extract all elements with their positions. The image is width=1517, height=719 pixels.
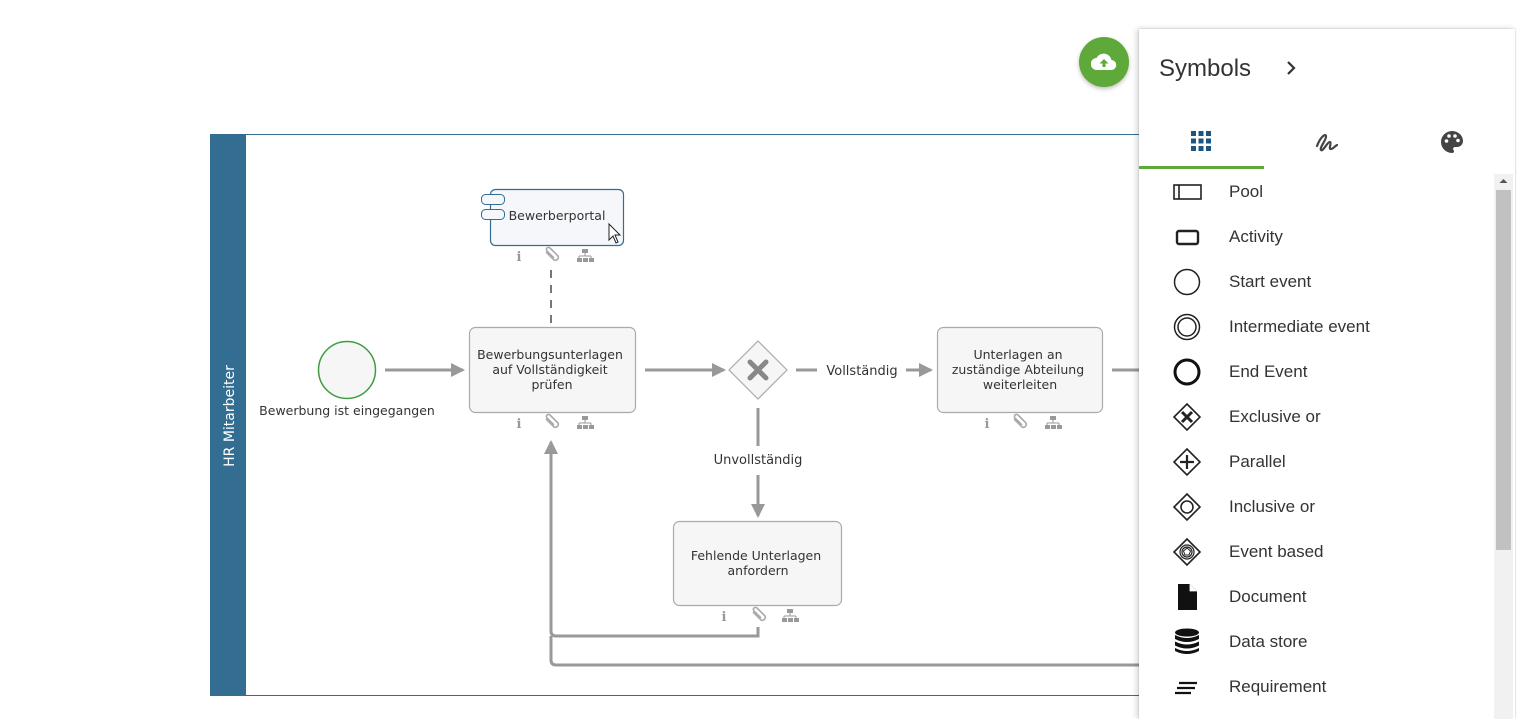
task-forward-info-icon[interactable]: i — [985, 417, 990, 432]
symbol-item-inclusive-or[interactable]: Inclusive or — [1139, 485, 1493, 530]
task-check-label-line2: auf Vollständigkeit — [492, 362, 607, 377]
svg-text:i: i — [517, 417, 522, 432]
symbol-item-label: Inclusive or — [1229, 497, 1315, 516]
symbol-item-start-event[interactable]: Start event — [1139, 260, 1493, 305]
task-check-label-line3: prüfen — [531, 377, 572, 392]
symbol-item-label: Pool — [1229, 182, 1264, 201]
end-event-icon — [1173, 358, 1201, 386]
scrollbar-thumb[interactable] — [1496, 190, 1511, 550]
symbol-item-exclusive-or[interactable]: Exclusive or — [1139, 395, 1493, 440]
svg-text:i: i — [517, 250, 522, 265]
system-hierarchy-icon[interactable] — [577, 249, 594, 262]
svg-text:Bewerbungsunterlagen auf V: Bewerbungsunterlagen auf Vollständigkeit… — [477, 347, 627, 392]
symbol-item-label: Event based — [1229, 542, 1324, 561]
panel-title: Symbols — [1159, 55, 1252, 82]
lane-label: HR Mitarbeiter — [222, 365, 238, 467]
symbol-item-label: Parallel — [1229, 452, 1286, 471]
symbol-item-event-based[interactable]: Event based — [1139, 530, 1493, 575]
symbol-item-parallel[interactable]: Parallel — [1139, 440, 1493, 485]
symbol-item-label: Exclusive or — [1229, 407, 1321, 426]
task-request-info-icon[interactable]: i — [722, 610, 727, 625]
tab-freehand[interactable] — [1264, 117, 1389, 169]
task-check-documents[interactable] — [468, 326, 637, 414]
task-request-attachment-icon[interactable] — [752, 606, 767, 622]
svg-text:Fehlende Unterlagen anford: Fehlende Unterlagen anfordern — [691, 548, 825, 578]
tab-active-indicator — [1139, 166, 1264, 169]
task-request-hierarchy-icon[interactable] — [782, 609, 799, 622]
upload-button[interactable] — [1079, 37, 1129, 87]
task-forward-label-line2: zuständige Abteilung — [952, 362, 1084, 377]
symbol-item-label: Intermediate event — [1229, 317, 1370, 336]
start-event[interactable] — [317, 340, 377, 400]
task-request-documents[interactable] — [672, 520, 843, 607]
svg-text:i: i — [985, 417, 990, 432]
svg-text:Unterlagen an zuständige A: Unterlagen an zuständige Abteilung weite… — [952, 347, 1088, 392]
parallel-gateway-icon — [1172, 447, 1202, 477]
exclusive-gateway-icon — [1172, 402, 1202, 432]
symbol-item-label: Document — [1229, 587, 1307, 606]
flow-label-vollstaendig: Vollständig — [826, 364, 897, 379]
task-request-label-line1: Fehlende Unterlagen — [691, 548, 821, 563]
sequence-flow-loop[interactable] — [544, 440, 760, 638]
task-forward-label-line3: weiterleiten — [983, 377, 1057, 392]
system-attachment-icon[interactable] — [545, 246, 560, 262]
task-check-info-icon[interactable]: i — [517, 417, 522, 432]
symbols-scrollbar[interactable] — [1494, 174, 1513, 719]
task-forward-label-line1: Unterlagen an — [973, 347, 1062, 362]
requirement-icon — [1175, 681, 1197, 695]
intermediate-event-icon — [1173, 313, 1201, 341]
sequence-flow-return[interactable] — [549, 636, 1140, 667]
pool-icon — [1173, 184, 1202, 200]
palette-icon — [1441, 131, 1463, 153]
task-check-label-line1: Bewerbungsunterlagen — [477, 347, 623, 362]
system-bewerberportal[interactable] — [481, 188, 625, 247]
task-request-label-line2: anfordern — [727, 563, 788, 578]
start-event-label: Bewerbung ist eingegangen — [259, 403, 435, 418]
activity-icon — [1175, 229, 1200, 246]
symbol-item-document[interactable]: Document — [1139, 575, 1493, 620]
exclusive-gateway[interactable] — [728, 340, 788, 400]
chevron-right-icon[interactable] — [1279, 56, 1303, 80]
system-info-icon[interactable]: i — [517, 250, 522, 265]
tab-palette[interactable] — [1389, 117, 1514, 169]
symbol-item-label: Activity — [1229, 227, 1283, 246]
symbol-item-label: Data store — [1229, 632, 1308, 651]
symbol-item-end-event[interactable]: End Event — [1139, 350, 1493, 395]
svg-text:i: i — [722, 610, 727, 625]
tab-symbols[interactable] — [1139, 117, 1264, 169]
inclusive-gateway-icon — [1172, 492, 1202, 522]
document-icon — [1178, 584, 1197, 610]
symbol-item-requirement[interactable]: Requirement — [1139, 665, 1493, 710]
task-check-hierarchy-icon[interactable] — [577, 416, 594, 429]
symbol-item-activity[interactable]: Activity — [1139, 215, 1493, 260]
system-label: Bewerberportal — [509, 208, 606, 223]
symbol-item-intermediate-event[interactable]: Intermediate event — [1139, 305, 1493, 350]
task-forward-attachment-icon[interactable] — [1013, 413, 1028, 429]
symbol-item-label: End Event — [1229, 362, 1308, 381]
symbol-item-label: Start event — [1229, 272, 1312, 291]
symbol-item-pool[interactable]: Pool — [1139, 170, 1493, 215]
cloud-upload-icon — [1091, 53, 1117, 71]
flow-label-unvollstaendig: Unvollständig — [714, 453, 803, 468]
task-forward-documents[interactable] — [936, 326, 1104, 414]
task-forward-hierarchy-icon[interactable] — [1045, 416, 1062, 429]
task-check-attachment-icon[interactable] — [545, 413, 560, 429]
symbols-panel: Symbols Pool Activity — [1139, 29, 1515, 719]
start-event-icon — [1173, 268, 1201, 296]
grid-icon — [1191, 131, 1211, 151]
mouse-cursor-icon — [608, 222, 622, 244]
scroll-up-arrow-icon[interactable] — [1494, 174, 1513, 188]
data-store-icon — [1175, 628, 1199, 654]
freehand-icon — [1315, 134, 1339, 152]
symbol-item-label: Requirement — [1229, 677, 1327, 696]
symbol-item-data-store[interactable]: Data store — [1139, 620, 1493, 665]
event-based-gateway-icon — [1172, 537, 1202, 567]
